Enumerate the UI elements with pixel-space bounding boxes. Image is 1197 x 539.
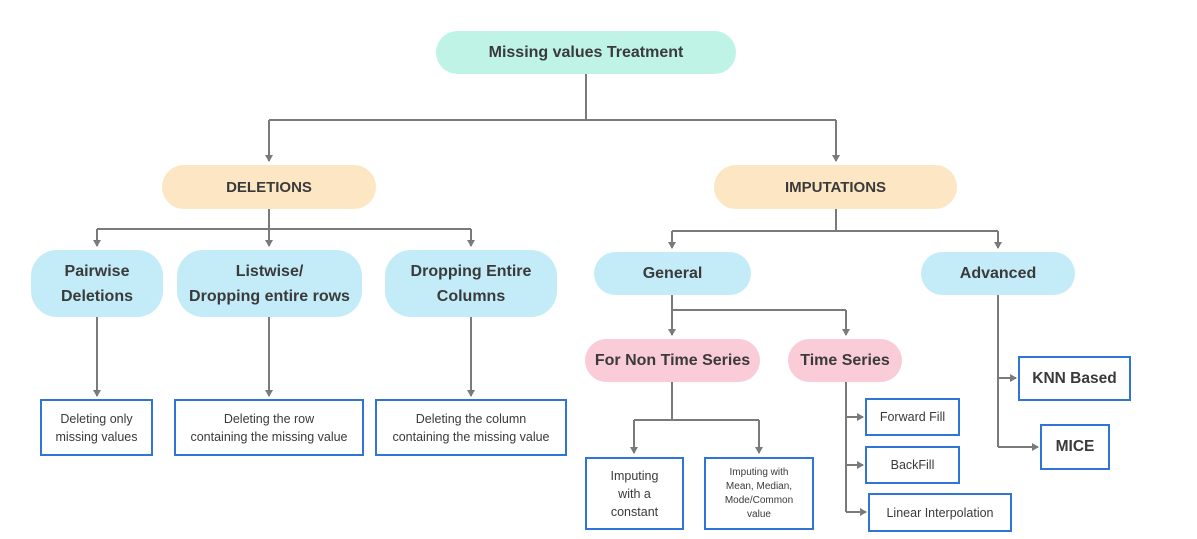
leaf-deleting-column-line-2: containing the missing value	[392, 429, 550, 444]
node-non-time-series: For Non Time Series	[585, 339, 760, 382]
node-listwise: Listwise/ Dropping entire rows	[177, 250, 362, 317]
node-dropping-columns-line-1: Dropping Entire	[410, 262, 532, 280]
node-dropping-columns: Dropping Entire Columns	[385, 250, 557, 317]
node-root-label: Missing values Treatment	[488, 44, 684, 61]
node-pairwise-line-1: Pairwise	[64, 262, 130, 280]
leaf-imputing-mean-line-4: value	[747, 508, 771, 520]
node-non-time-series-label: For Non Time Series	[594, 352, 751, 369]
node-pairwise: Pairwise Deletions	[31, 250, 163, 317]
leaf-imputing-mean-line-2: Mean, Median,	[725, 480, 793, 492]
leaf-deleting-only-line-1: Deleting only	[60, 411, 133, 426]
leaf-forward-fill: Forward Fill	[865, 398, 960, 436]
node-listwise-line-2: Dropping entire rows	[189, 287, 350, 305]
leaf-backfill: BackFill	[865, 446, 960, 484]
node-time-series-label: Time Series	[800, 352, 890, 369]
edge-general-bus	[671, 295, 846, 311]
node-imputations: IMPUTATIONS	[714, 165, 957, 209]
leaf-imputing-mean-line-3: Mode/Common	[724, 494, 794, 506]
node-deletions: DELETIONS	[162, 165, 376, 209]
leaf-imputing-mean: Imputing with Mean, Median, Mode/Common …	[704, 457, 814, 530]
node-general-label: General	[642, 265, 703, 282]
leaf-linear-interpolation: Linear Interpolation	[868, 493, 1012, 532]
node-listwise-line-1: Listwise/	[235, 262, 304, 280]
leaf-deleting-only-line-2: missing values	[55, 429, 138, 444]
edge-root-bus	[269, 74, 836, 121]
leaf-mice-label: MICE	[1055, 438, 1095, 455]
node-root: Missing values Treatment	[436, 31, 736, 74]
leaf-imputing-mean-line-1: Imputing with	[729, 466, 789, 478]
leaf-imputing-constant-line-2: with a	[618, 486, 651, 501]
leaf-imputing-constant-line-1: Imputing	[610, 468, 659, 483]
node-general: General	[594, 252, 751, 295]
edge-deletions-bus	[97, 209, 471, 230]
node-time-series: Time Series	[788, 339, 902, 382]
edge-imputations-bus	[672, 209, 998, 232]
node-advanced-label: Advanced	[959, 265, 1037, 282]
node-imputations-label: IMPUTATIONS	[784, 178, 887, 196]
node-advanced: Advanced	[921, 252, 1075, 295]
leaf-backfill-label: BackFill	[890, 458, 935, 472]
leaf-deleting-column: Deleting the column containing the missi…	[375, 399, 567, 456]
leaf-deleting-row-line-2: containing the missing value	[190, 429, 348, 444]
node-deletions-label: DELETIONS	[226, 178, 312, 196]
leaf-mice: MICE	[1040, 424, 1110, 470]
leaf-knn: KNN Based	[1018, 356, 1131, 401]
node-pairwise-line-2: Deletions	[60, 287, 133, 305]
leaf-deleting-row-line-1: Deleting the row	[223, 411, 315, 426]
leaf-linear-interpolation-label: Linear Interpolation	[886, 505, 994, 520]
leaf-deleting-only: Deleting only missing values	[40, 399, 153, 456]
edge-nontime-bus	[634, 382, 759, 421]
node-dropping-columns-line-2: Columns	[436, 287, 506, 305]
leaf-knn-label: KNN Based	[1032, 369, 1117, 387]
leaf-forward-fill-label: Forward Fill	[879, 410, 946, 424]
leaf-deleting-column-line-1: Deleting the column	[415, 411, 527, 426]
leaf-imputing-constant-line-3: constant	[610, 504, 659, 519]
leaf-deleting-row: Deleting the row containing the missing …	[174, 399, 364, 456]
leaf-imputing-constant: Imputing with a constant	[585, 457, 684, 530]
